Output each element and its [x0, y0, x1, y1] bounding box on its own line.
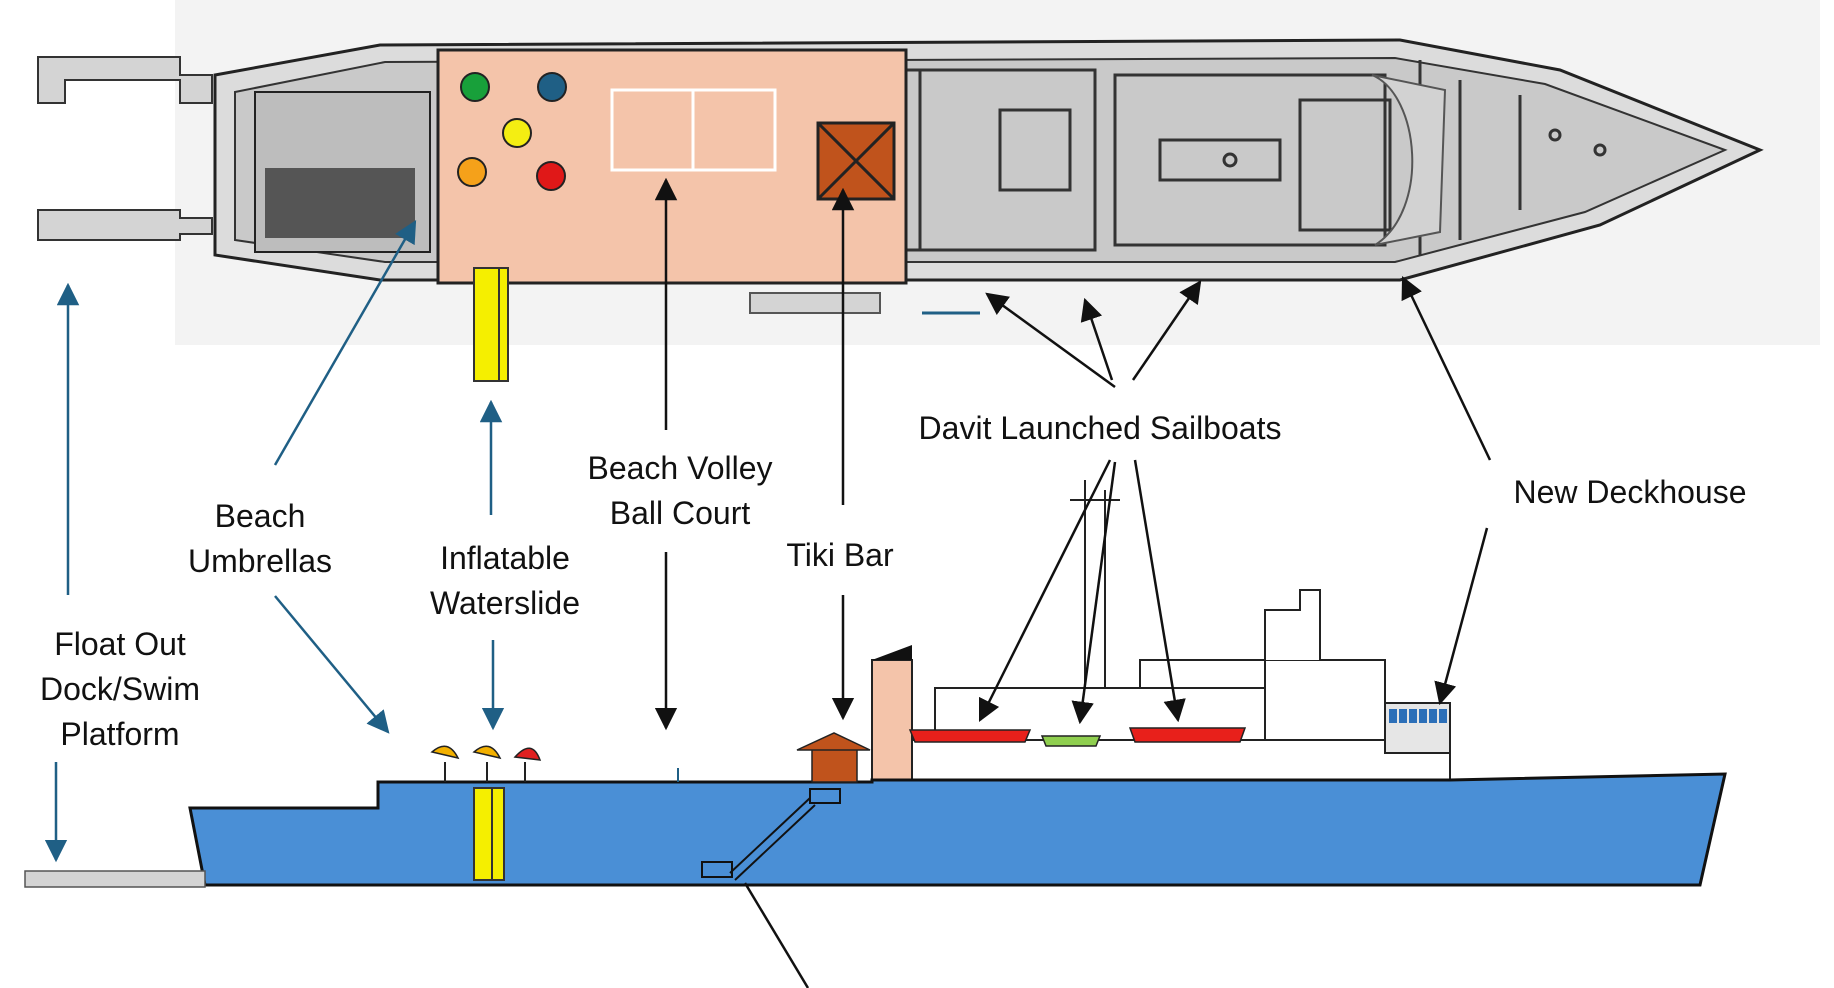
label-deckhouse-text: New Deckhouse — [1513, 474, 1747, 510]
arrow-sail-up-1 — [985, 292, 1116, 389]
waterslide-plan — [473, 267, 509, 382]
sailboat-red-2 — [1128, 727, 1247, 743]
label-sailboats-text: Davit Launched Sailboats — [918, 410, 1282, 446]
arrow-umbrella-up — [273, 220, 417, 466]
deckhouse-windows — [1389, 709, 1447, 723]
side-platform — [749, 292, 881, 314]
label-tiki-bar: Tiki Bar — [760, 533, 920, 578]
label-volleyball-line-2: Ball Court — [609, 495, 751, 531]
funnel — [871, 659, 913, 781]
label-tiki-bar-text: Tiki Bar — [786, 537, 894, 573]
label-float-out: Float Out Dock/Swim Platform — [10, 622, 230, 757]
arrow-sail-down-2 — [1071, 461, 1117, 725]
arrow-deckhouse-down — [1434, 527, 1489, 706]
label-waterslide-line-2: Waterslide — [430, 585, 580, 621]
arrow-sail-up-3 — [1131, 280, 1202, 381]
sailboat-red-1 — [908, 729, 1032, 743]
float-dock-lower — [37, 209, 213, 241]
arrow-umbrella-down — [274, 595, 390, 734]
waterslide-profile — [473, 787, 505, 881]
label-umbrellas-line-1: Beach — [214, 498, 306, 534]
funnel-cap — [872, 645, 912, 660]
stern-grating — [265, 168, 415, 238]
swim-platform — [24, 870, 206, 888]
label-sailboats: Davit Launched Sailboats — [880, 406, 1320, 451]
beach-ball-yellow — [502, 118, 532, 148]
label-volleyball: Beach Volley Ball Court — [555, 446, 805, 536]
arrow-sail-up-2 — [1080, 297, 1114, 381]
boarding-stairs — [701, 788, 841, 881]
beach-ball-green — [460, 72, 490, 102]
plan-bridge-window — [1371, 74, 1447, 246]
beach-ball-orange — [457, 157, 487, 187]
arrow-sail-down-1 — [978, 459, 1112, 723]
beach-ball-blue — [537, 72, 567, 102]
sailboat-green — [1040, 735, 1102, 747]
label-float-out-line-1: Float Out — [54, 626, 186, 662]
plan-view — [37, 0, 1820, 382]
tiki-bar-hut-roof — [796, 732, 871, 751]
label-float-out-line-2: Dock/Swim — [39, 671, 200, 707]
label-volleyball-line-1: Beach Volley — [587, 450, 773, 486]
arrows — [44, 177, 1492, 988]
profile-hull — [188, 772, 1727, 887]
label-waterslide: Inflatable Waterslide — [400, 536, 610, 626]
profile-view — [24, 480, 1727, 888]
beach-ball-red — [536, 161, 566, 191]
float-dock-upper — [37, 56, 213, 104]
label-deckhouse: New Deckhouse — [1490, 470, 1770, 515]
label-waterslide-line-1: Inflatable — [440, 540, 570, 576]
arrow-deckhouse-up — [1401, 275, 1492, 461]
umbrellas-profile — [430, 745, 542, 782]
tiki-bar-hut — [811, 747, 858, 783]
stairs-pointer-line — [743, 882, 810, 988]
arrow-sail-down-3 — [1133, 459, 1186, 723]
label-float-out-line-3: Platform — [60, 716, 180, 752]
label-umbrellas: Beach Umbrellas — [150, 494, 370, 584]
label-umbrellas-line-2: Umbrellas — [187, 543, 333, 579]
plan-forward-details — [903, 60, 1607, 255]
